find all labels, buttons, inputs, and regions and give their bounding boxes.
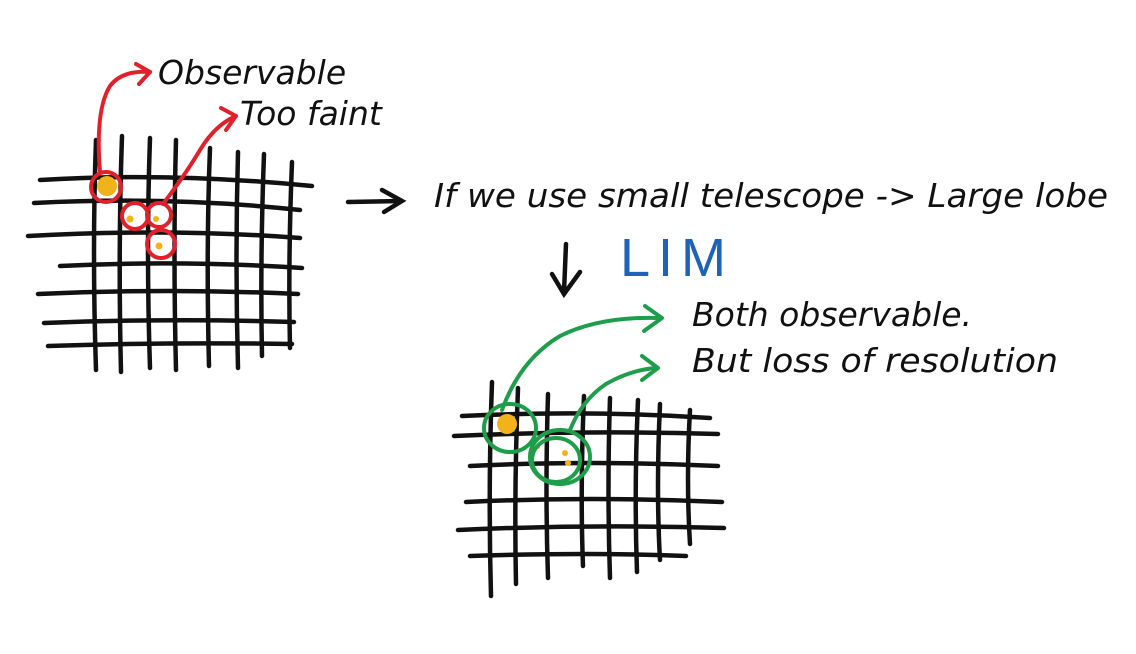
label-too-faint: Too faint bbox=[240, 94, 383, 133]
red-beam-circle bbox=[120, 201, 150, 231]
green-beam-circle bbox=[482, 402, 538, 454]
red-beam-circle bbox=[89, 170, 123, 204]
arrow-to-loss-of-resolution bbox=[568, 366, 658, 432]
faint-source bbox=[565, 460, 571, 466]
bright-source bbox=[97, 176, 117, 196]
label-loss-of-resolution: But loss of resolution bbox=[692, 341, 1058, 380]
green-beam-circle bbox=[528, 428, 592, 486]
label-observable: Observable bbox=[158, 53, 346, 92]
bright-source bbox=[497, 414, 517, 434]
arrow-to-observable bbox=[96, 69, 152, 174]
red-annotations bbox=[89, 62, 238, 260]
arrow-to-too-faint bbox=[161, 114, 238, 206]
green-annotations bbox=[482, 304, 664, 486]
left-sources bbox=[97, 176, 163, 250]
label-lim: LIM bbox=[620, 228, 734, 288]
faint-source bbox=[153, 216, 159, 222]
faint-source bbox=[126, 215, 134, 223]
red-beam-circle bbox=[145, 228, 177, 260]
grid-left bbox=[25, 133, 315, 375]
green-beam-circle bbox=[530, 436, 582, 484]
label-small-telescope: If we use small telescope -> Large lobe bbox=[434, 176, 1108, 215]
arrow-to-both-observable bbox=[500, 315, 662, 412]
grid-bottom bbox=[451, 379, 727, 599]
red-beam-circle bbox=[145, 201, 173, 229]
faint-source bbox=[155, 242, 163, 250]
down-arrow-icon bbox=[549, 241, 583, 299]
label-both-observable: Both observable. bbox=[692, 295, 972, 334]
right-arrow-icon bbox=[345, 187, 407, 215]
faint-source bbox=[562, 450, 568, 456]
